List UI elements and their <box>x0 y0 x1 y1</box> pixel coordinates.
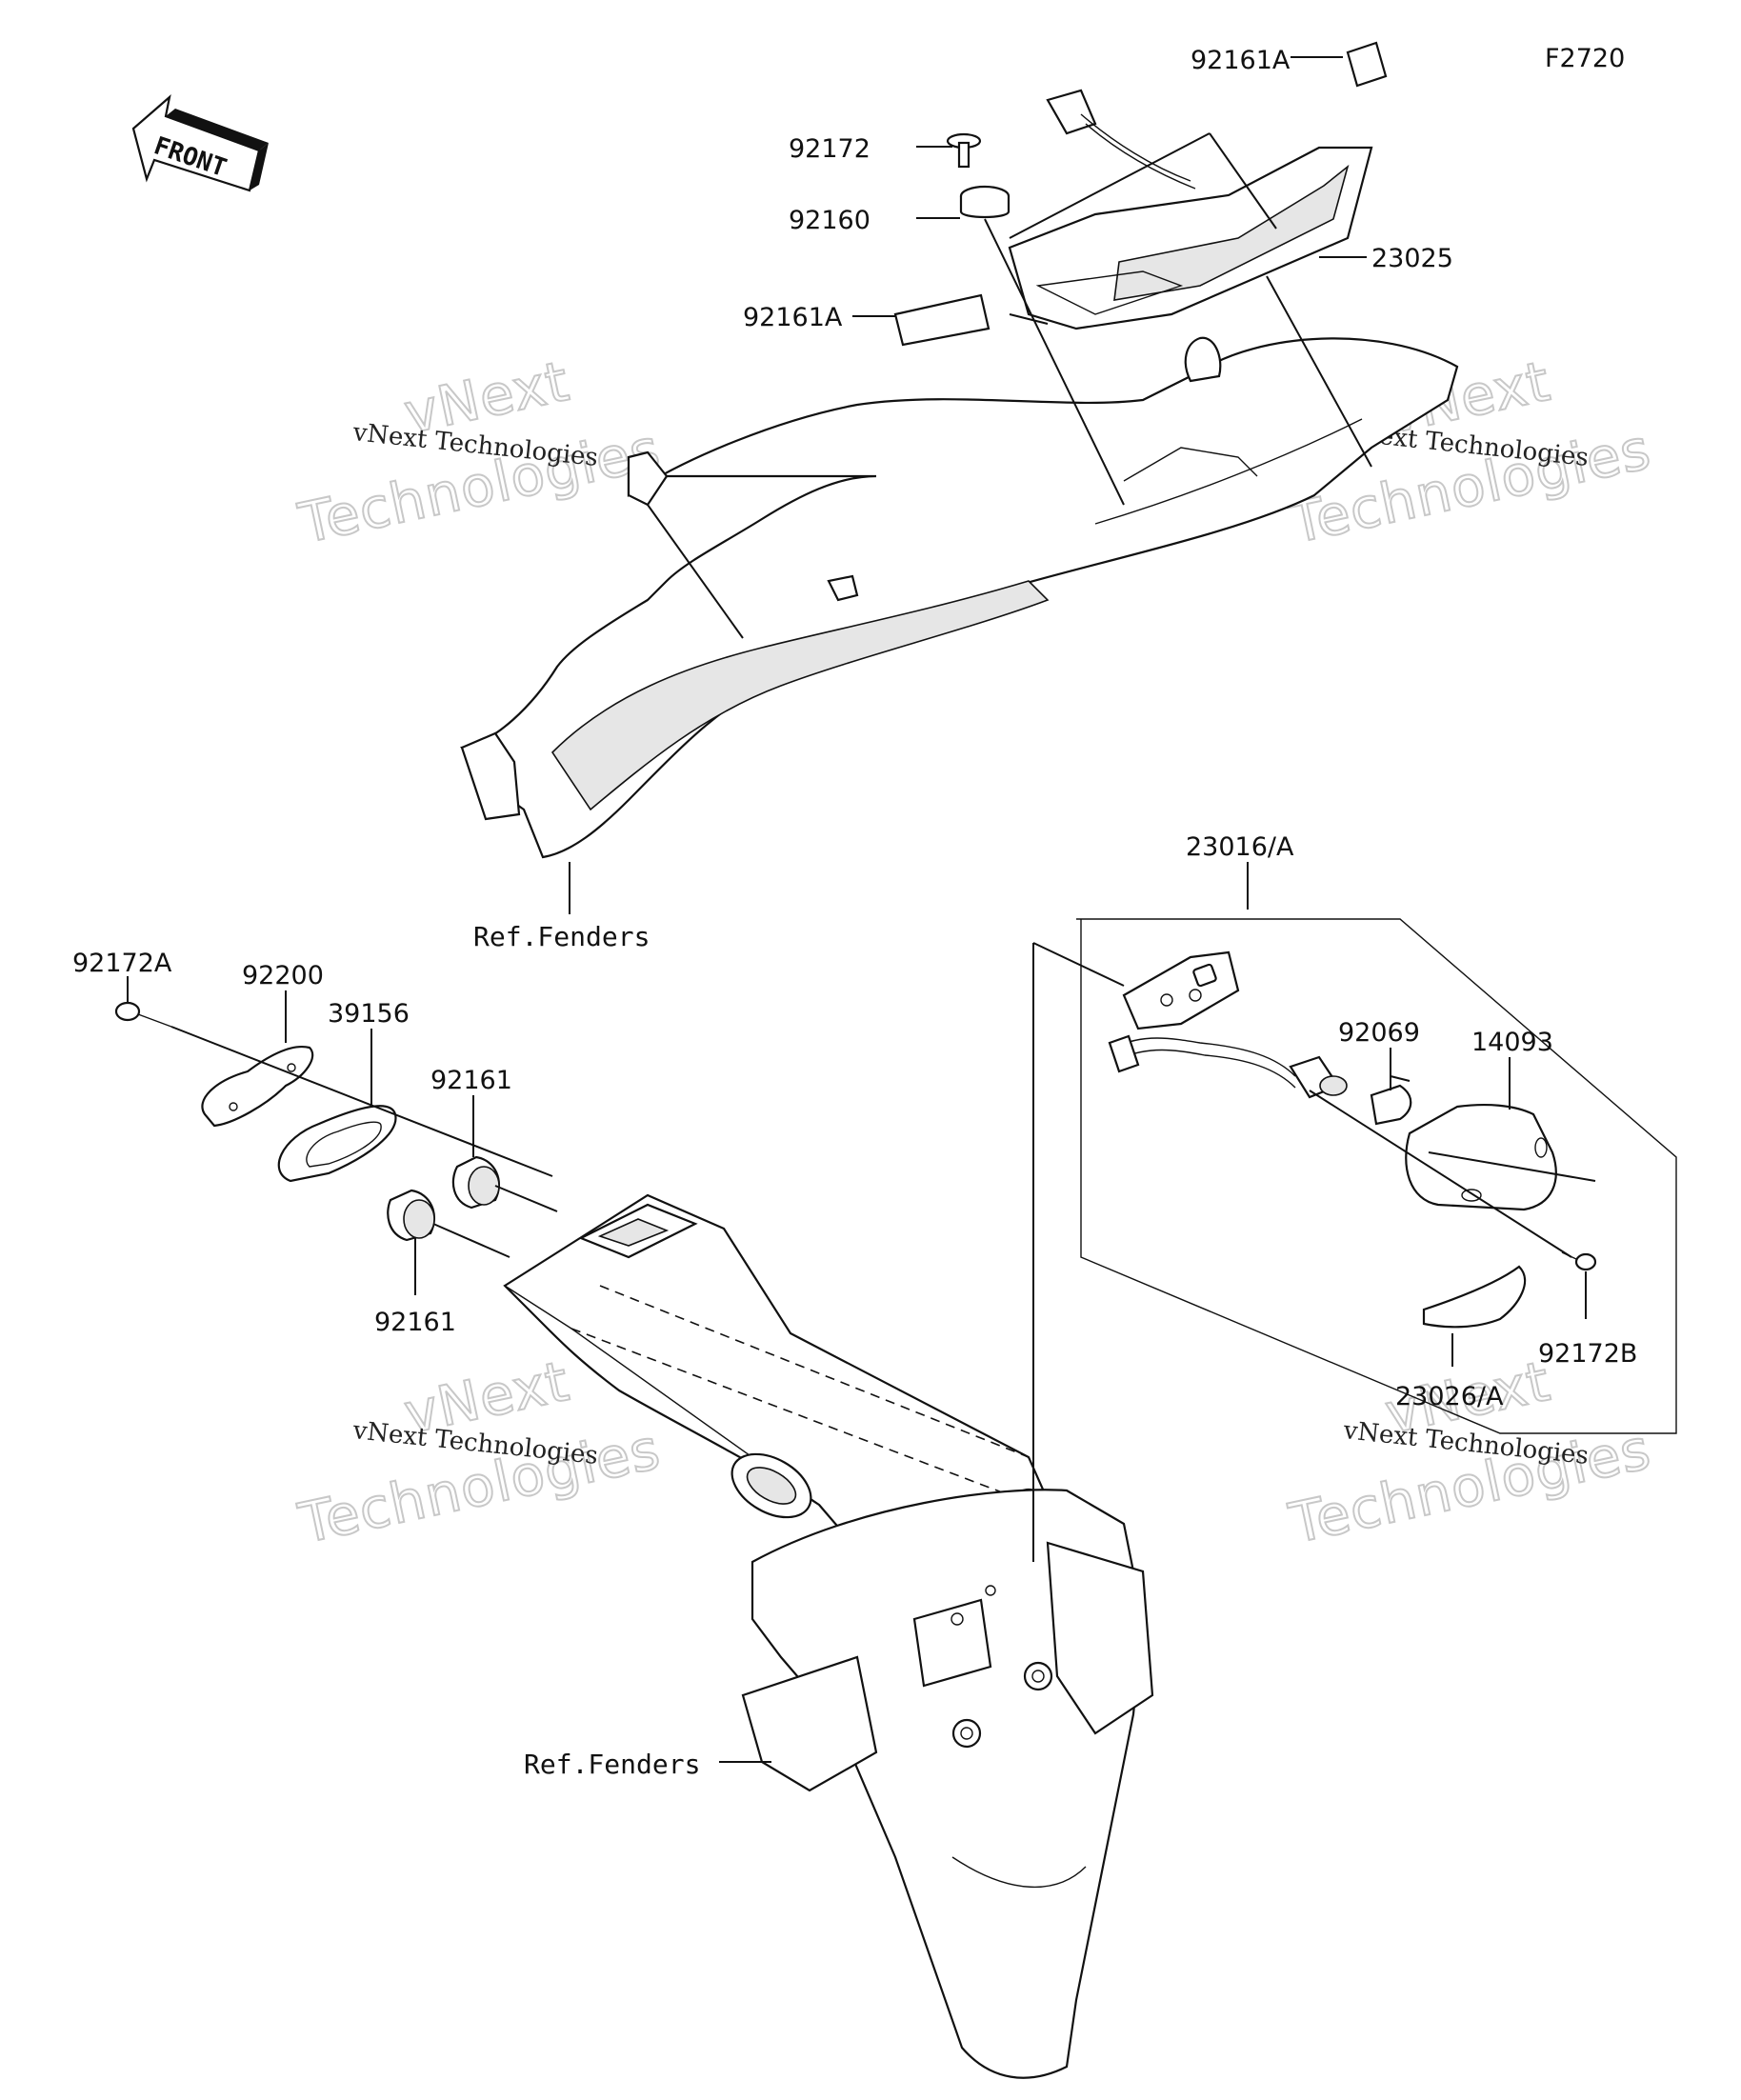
leader-line <box>1266 275 1372 468</box>
part-label-23016A: 23016/A <box>1186 832 1294 862</box>
bulb-92069 <box>1370 1084 1412 1126</box>
leader-line <box>1309 1090 1572 1258</box>
leader-line <box>1009 313 1049 325</box>
rear-fender-bracket <box>503 1193 1154 2079</box>
part-label-92161A: 92161A <box>1191 46 1291 75</box>
ref-label-fenders: Ref.Fenders <box>473 921 650 952</box>
part-label-92069: 92069 <box>1338 1018 1420 1048</box>
part-label-14093: 14093 <box>1471 1028 1553 1057</box>
grommet-92161-upper <box>451 1155 500 1210</box>
pad-92161A-mid <box>893 293 991 347</box>
leader-line <box>1009 132 1211 239</box>
part-label-92160: 92160 <box>789 206 870 235</box>
part-label-92161: 92161 <box>430 1066 512 1095</box>
leader-line <box>1428 1151 1596 1182</box>
leader-line <box>1209 132 1277 230</box>
part-label-39156: 39156 <box>328 999 410 1029</box>
bulb-socket-92069 <box>1289 1055 1348 1099</box>
bolt-92172 <box>946 132 982 169</box>
leader-line <box>647 504 744 639</box>
part-label-92172B: 92172B <box>1538 1339 1637 1369</box>
rear-undertray <box>460 336 1459 859</box>
ref-label-fenders: Ref.Fenders <box>524 1749 700 1780</box>
leader-line <box>984 218 1125 506</box>
grommet-92161-lower <box>387 1189 435 1242</box>
gasket-39156 <box>277 1105 397 1183</box>
bulb-socket-housing <box>1108 950 1296 1089</box>
leader-line <box>170 1026 553 1177</box>
part-label-92161A: 92161A <box>743 303 843 332</box>
leader-line <box>494 1185 558 1212</box>
lens-14093 <box>1405 1103 1557 1211</box>
front-direction-arrow: FRONT <box>131 94 269 192</box>
pad-92161A-top <box>1346 41 1388 88</box>
lamp-cover-92200 <box>201 1045 314 1128</box>
part-label-92172A: 92172A <box>72 949 172 978</box>
screw-92172A <box>114 1001 172 1028</box>
signal-light-group-frame <box>1032 862 1677 1562</box>
leader-line <box>432 1223 510 1258</box>
part-label-92200: 92200 <box>242 961 324 990</box>
grommet-92160 <box>959 185 1011 219</box>
part-label-23026A: 23026/A <box>1395 1382 1504 1411</box>
reflector-23026A <box>1422 1265 1527 1329</box>
taillight-lens-assembly <box>1008 89 1373 330</box>
figure-code: F2720 <box>1545 44 1625 73</box>
part-label-92161: 92161 <box>374 1308 456 1337</box>
part-label-92172: 92172 <box>789 134 870 164</box>
part-label-23025: 23025 <box>1371 244 1453 273</box>
leader-line <box>1390 1075 1411 1082</box>
